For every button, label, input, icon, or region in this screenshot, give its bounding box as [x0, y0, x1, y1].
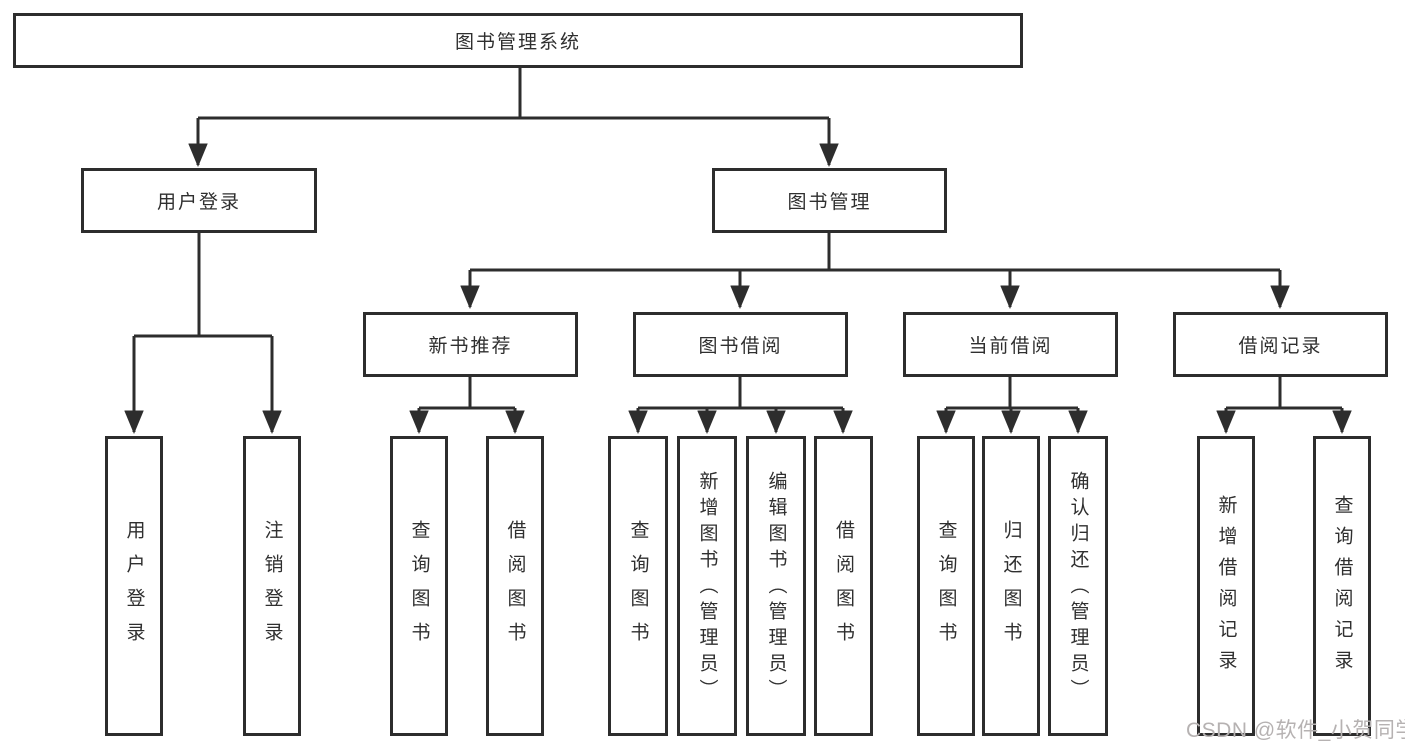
node-library-management-system: 图书管理系统: [13, 13, 1023, 68]
leaf-add-borrowing-record: 新增借阅记录: [1197, 436, 1255, 736]
leaf-query-books-borrowing: 查询图书: [608, 436, 668, 736]
node-borrowing-records: 借阅记录: [1173, 312, 1388, 377]
leaf-confirm-return-admin: 确认归还（管理员）: [1048, 436, 1108, 736]
connector-group: [124, 68, 1352, 434]
leaf-user-login: 用户登录: [105, 436, 163, 736]
node-book-management: 图书管理: [712, 168, 947, 233]
leaf-borrow-books: 借阅图书: [814, 436, 873, 736]
leaf-edit-books-admin: 编辑图书（管理员）: [746, 436, 806, 736]
leaf-return-books: 归还图书: [982, 436, 1040, 736]
leaf-borrow-books-recommend: 借阅图书: [486, 436, 544, 736]
leaf-logout: 注销登录: [243, 436, 301, 736]
node-new-book-recommendation: 新书推荐: [363, 312, 578, 377]
leaf-query-borrowing-record: 查询借阅记录: [1313, 436, 1371, 736]
watermark-text: CSDN @软件_小贺同学: [1186, 719, 1405, 742]
leaf-query-books-current: 查询图书: [917, 436, 975, 736]
node-user-login: 用户登录: [81, 168, 317, 233]
node-book-borrowing: 图书借阅: [633, 312, 848, 377]
leaf-query-books-recommend: 查询图书: [390, 436, 448, 736]
leaf-add-books-admin: 新增图书（管理员）: [677, 436, 737, 736]
node-current-borrowing: 当前借阅: [903, 312, 1118, 377]
